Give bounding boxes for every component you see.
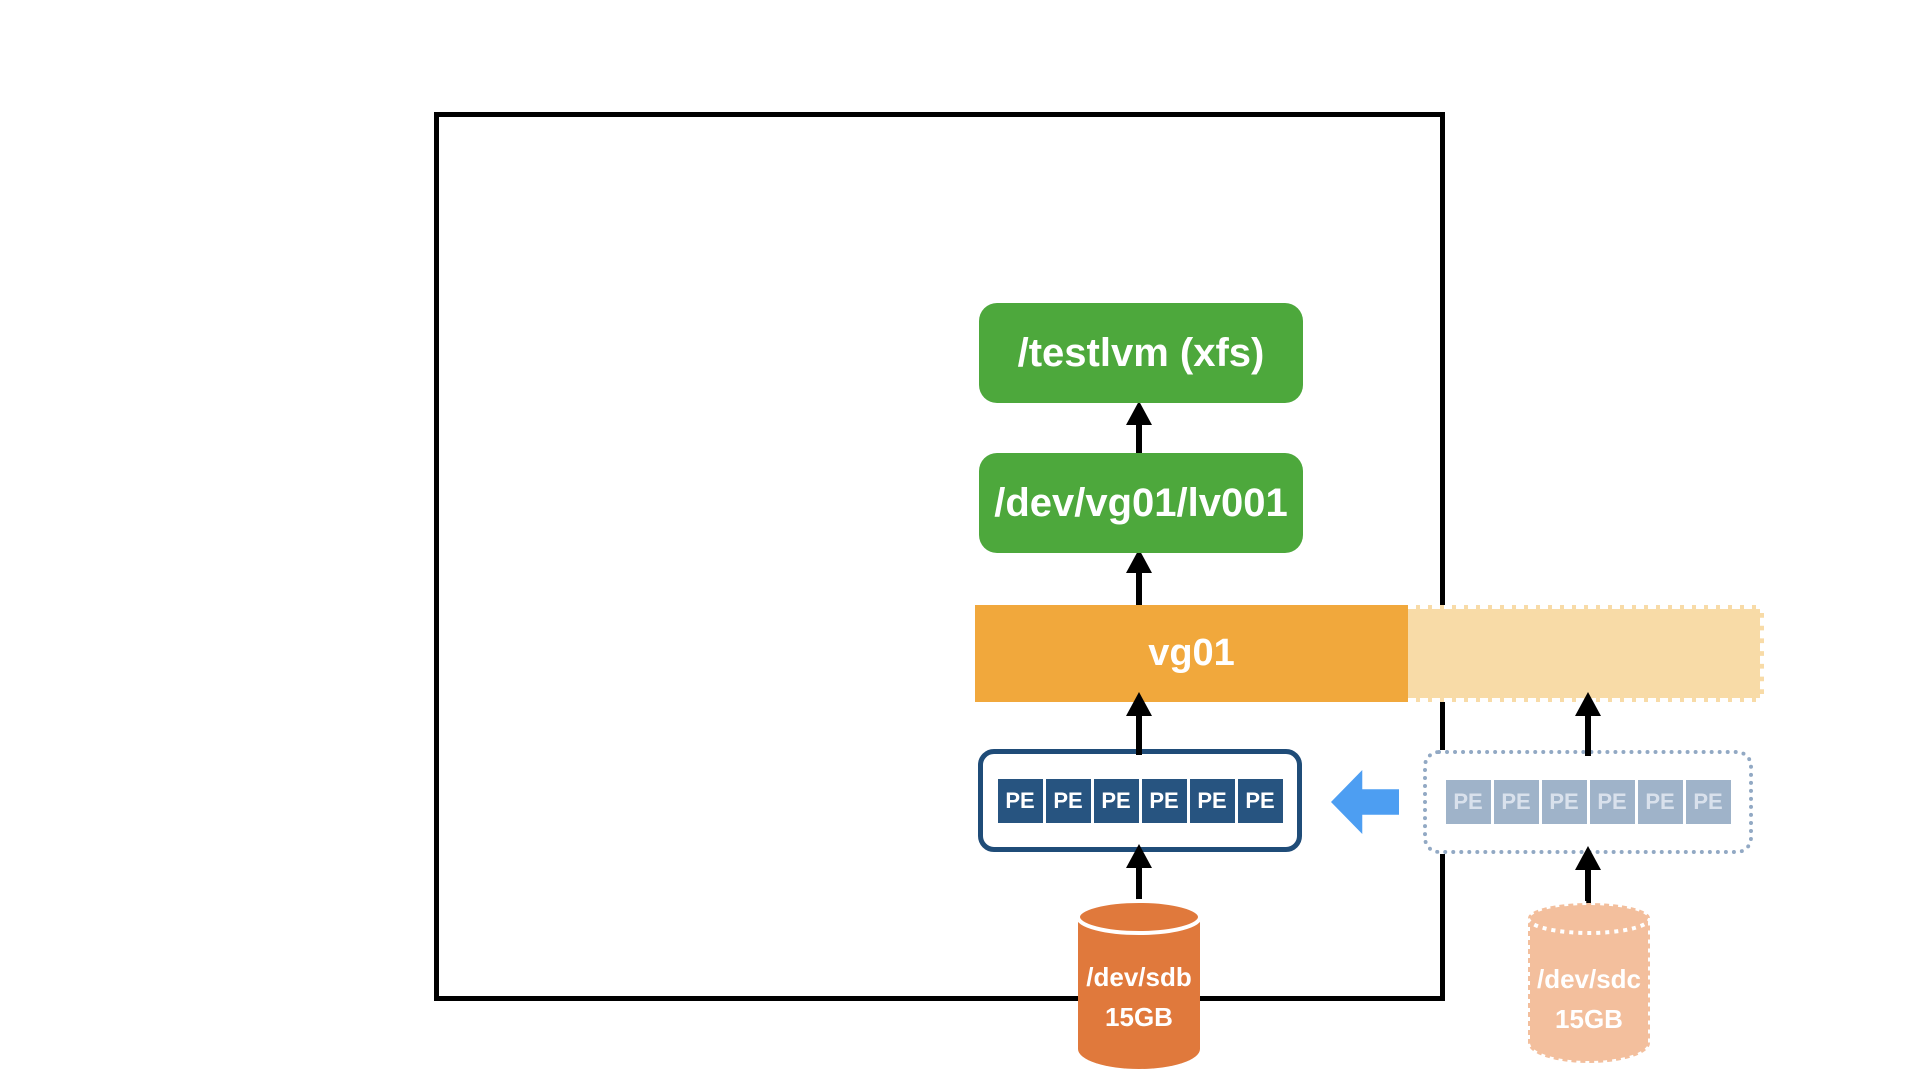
pe-cell: PE [1237,778,1283,823]
disk-sdc-label: /dev/sdc 15GB [1526,959,1652,1039]
disk-size: 15GB [1105,1002,1173,1032]
up-arrow-icon [1575,692,1601,756]
arrow-stem [1136,858,1142,904]
cylinder-icon [1526,901,1652,1065]
up-arrow-icon [1575,846,1601,905]
arrow-stem [1585,860,1591,905]
filesystem-box: /testlvm (xfs) [979,303,1303,403]
pe-cell: PE [1141,778,1187,823]
cylinder-icon [1076,899,1202,1069]
disk-sdb-cylinder: /dev/sdb 15GB [1076,899,1202,1071]
logical-volume-label: /dev/vg01/lv001 [994,480,1288,525]
blue-left-arrow-icon [1331,770,1399,834]
up-arrow-icon [1126,844,1152,904]
up-arrow-icon [1126,549,1152,607]
arrow-stem [1585,706,1591,756]
pe-cell: PE [1541,780,1587,824]
pe-cell: PE [1093,778,1139,823]
up-arrow-icon [1126,692,1152,755]
pe-cell: PE [1589,780,1635,824]
disk-sdb-label: /dev/sdb 15GB [1076,957,1202,1037]
arrow-stem [1136,706,1142,755]
disk-size: 15GB [1555,1004,1623,1034]
pe-cell: PE [1637,780,1683,824]
volume-group-label: vg01 [1148,632,1235,674]
pe-cell: PE [1493,780,1539,824]
volume-group-bar: vg01 [975,605,1764,702]
pe-cell: PE [1045,778,1091,823]
disk-name: /dev/sdb [1086,962,1192,992]
pe-cell: PE [997,778,1043,823]
arrow-stem [1136,415,1142,459]
pe-cell: PE [1685,780,1731,824]
logical-volume-box: /dev/vg01/lv001 [979,453,1303,553]
arrow-stem [1136,563,1142,607]
volume-group-allocated-segment: vg01 [975,605,1408,702]
volume-group-pending-extension-segment [1408,605,1764,702]
pe-cell: PE [1445,780,1491,824]
disk-sdc-cylinder: /dev/sdc 15GB [1526,901,1652,1065]
up-arrow-icon [1126,401,1152,459]
filesystem-label: /testlvm (xfs) [1017,330,1265,375]
disk-name: /dev/sdc [1536,964,1642,994]
pe-cell: PE [1189,778,1235,823]
